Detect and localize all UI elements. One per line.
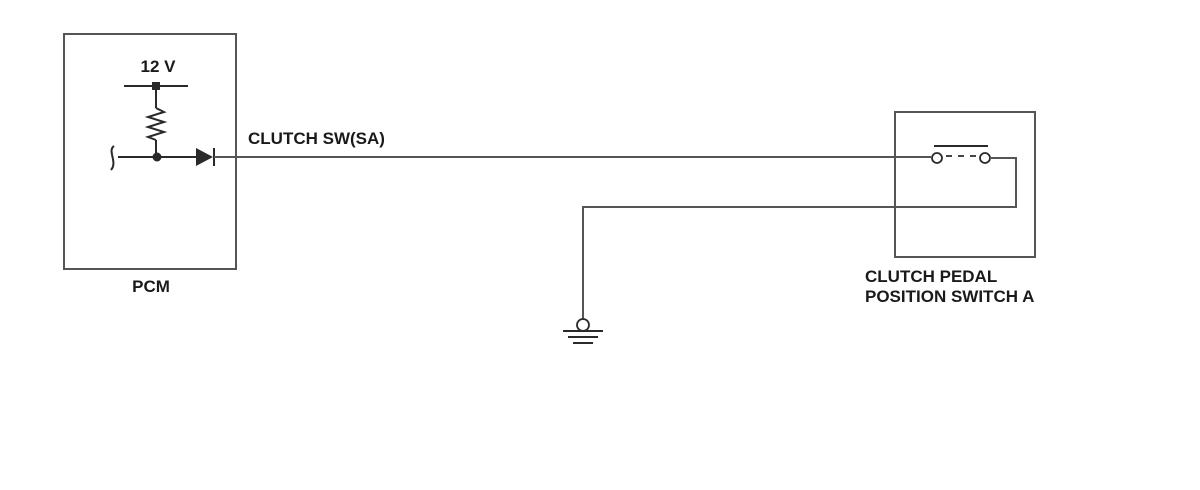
internal-line-break-symbol [110, 145, 115, 171]
switch-box [894, 111, 1036, 258]
ground-return-wire [582, 157, 1017, 322]
pull-up-resistor [144, 107, 168, 141]
switch-contact-right [979, 152, 991, 164]
diode-icon [196, 148, 213, 166]
module-label: PCM [132, 277, 170, 296]
switch-label-line2: POSITION SWITCH A [865, 287, 1034, 306]
pcm-module-box [63, 33, 237, 270]
supply-voltage-label: 12 V [141, 57, 177, 76]
signal-wire-label: CLUTCH SW(SA) [248, 129, 385, 148]
switch-contact-left [931, 152, 943, 164]
ground-icon [563, 318, 603, 344]
switch-label-line1: CLUTCH PEDAL [865, 267, 997, 286]
supply-node [152, 82, 160, 90]
junction-dot [152, 152, 162, 162]
